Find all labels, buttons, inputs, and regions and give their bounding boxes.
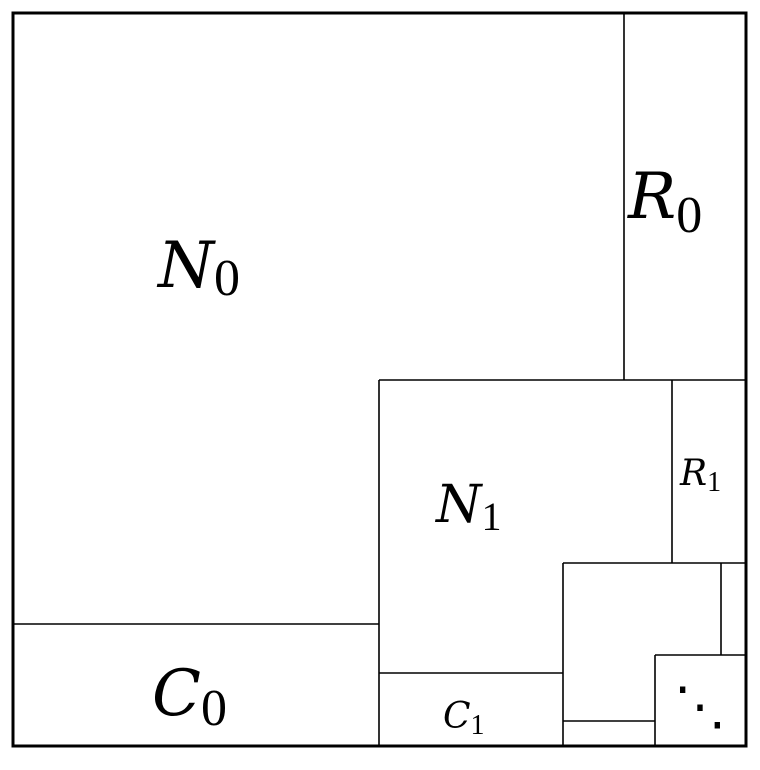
label-n1-index: 1 xyxy=(482,494,502,539)
label-n0-index: 0 xyxy=(214,250,240,307)
label-r0-index: 0 xyxy=(676,187,702,244)
label-r0-symbol: R xyxy=(627,160,676,234)
label-n0-symbol: N xyxy=(156,229,216,303)
label-c0: C0 xyxy=(152,657,227,737)
label-r0: R0 xyxy=(627,160,702,244)
label-r1-index: 1 xyxy=(707,467,721,498)
label-n1-symbol: N xyxy=(434,475,483,535)
label-n1: N1 xyxy=(434,475,502,539)
label-c0-symbol: C xyxy=(152,657,201,731)
label-n0: N0 xyxy=(156,229,240,307)
label-c1: C1 xyxy=(443,696,485,741)
label-c1-index: 1 xyxy=(471,710,485,741)
label-c0-index: 0 xyxy=(201,680,227,737)
continuation-dots: ⋱ xyxy=(674,679,726,736)
label-r1: R1 xyxy=(679,453,721,498)
label-r1-symbol: R xyxy=(679,453,707,494)
label-c1-symbol: C xyxy=(443,696,471,737)
